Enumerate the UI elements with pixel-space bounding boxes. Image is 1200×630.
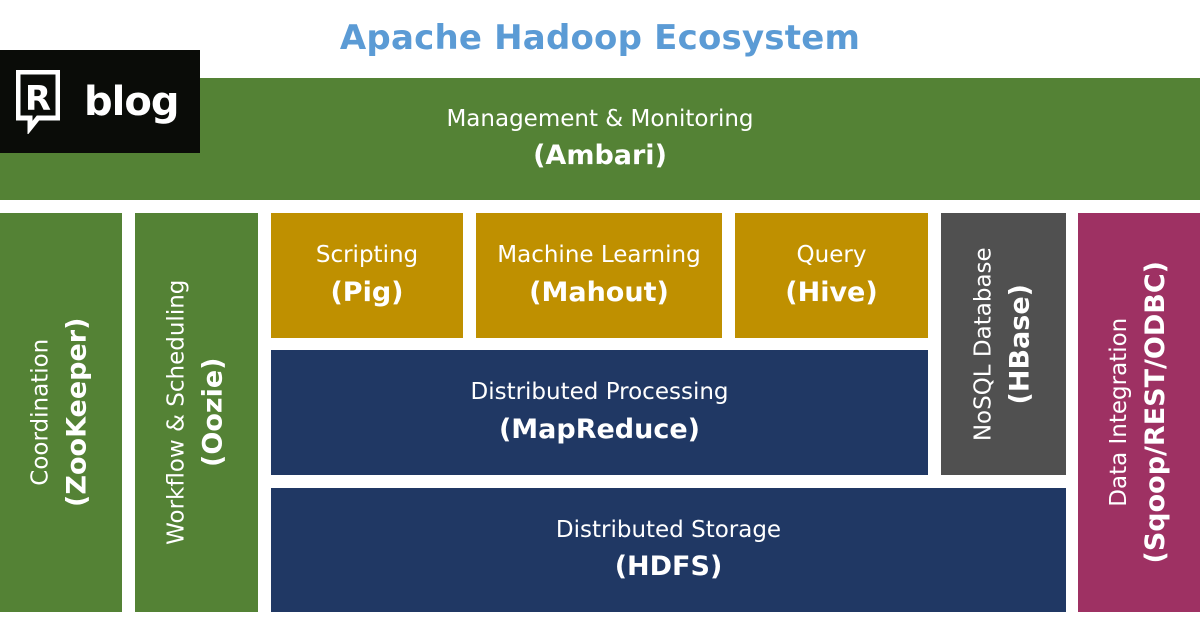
block-tool: (HDFS) (614, 551, 723, 583)
block-tool: (Hive) (785, 276, 878, 308)
block-tool: (ZooKeeper) (62, 317, 94, 508)
block-label: Management & Monitoring (446, 105, 754, 132)
r-logo-icon: R (16, 69, 60, 134)
block-tool: (Mahout) (529, 276, 669, 308)
block-workflow: Workflow & Scheduling (Oozie) (135, 213, 258, 612)
block-label: Query (796, 242, 867, 269)
svg-text:R: R (25, 79, 51, 119)
logo-text: blog (84, 78, 179, 125)
block-tool: (HBase) (1004, 283, 1036, 405)
block-tool: (Pig) (330, 276, 404, 308)
blog-logo: R blog (0, 50, 200, 153)
block-scripting: Scripting (Pig) (271, 213, 463, 338)
block-label: Workflow & Scheduling (163, 279, 190, 546)
block-label: Distributed Storage (555, 516, 782, 543)
block-storage: Distributed Storage (HDFS) (271, 488, 1066, 612)
block-machine-learning: Machine Learning (Mahout) (476, 213, 722, 338)
block-label: Data Integration (1105, 318, 1132, 507)
block-label: Machine Learning (497, 242, 701, 269)
block-tool: (Sqoop/REST/ODBC) (1140, 261, 1172, 564)
block-label: Coordination (27, 339, 54, 486)
block-label: NoSQL Database (970, 247, 997, 441)
block-label: Scripting (315, 242, 419, 269)
block-tool: (Oozie) (197, 357, 229, 468)
diagram-title: Apache Hadoop Ecosystem (339, 18, 861, 58)
block-processing: Distributed Processing (MapReduce) (271, 350, 928, 475)
block-integration: Data Integration (Sqoop/REST/ODBC) (1078, 213, 1200, 612)
block-label: Distributed Processing (470, 379, 729, 406)
block-nosql: NoSQL Database (HBase) (941, 213, 1066, 475)
block-tool: (MapReduce) (498, 413, 701, 445)
block-management: Management & Monitoring (Ambari) (0, 78, 1200, 200)
block-query: Query (Hive) (735, 213, 928, 338)
block-tool: (Ambari) (533, 140, 667, 172)
block-coordination: Coordination (ZooKeeper) (0, 213, 122, 612)
